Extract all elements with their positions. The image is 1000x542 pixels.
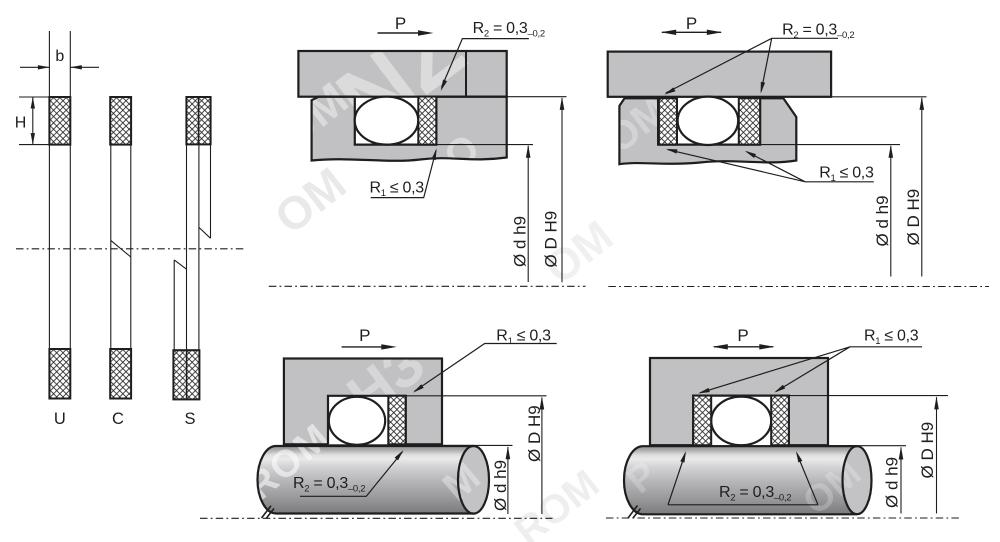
svg-text:b: b <box>55 48 64 65</box>
svg-text:P: P <box>359 326 370 345</box>
svg-text:Ø D H9: Ø D H9 <box>525 405 544 462</box>
svg-text:P: P <box>686 14 697 33</box>
svg-text:R2 = 0,3–0,2: R2 = 0,3–0,2 <box>719 484 791 504</box>
svg-text:R1 ≤ 0,3: R1 ≤ 0,3 <box>819 165 874 185</box>
svg-text:Ø d h9: Ø d h9 <box>873 195 892 246</box>
svg-text:C: C <box>112 410 124 428</box>
svg-text:Ø d h9: Ø d h9 <box>883 457 902 508</box>
svg-text:U: U <box>54 410 66 428</box>
svg-text:R2 = 0,3–0,2: R2 = 0,3–0,2 <box>293 475 365 495</box>
svg-text:S: S <box>184 410 195 428</box>
svg-text:P: P <box>737 326 748 345</box>
svg-text:R1 ≤ 0,3: R1 ≤ 0,3 <box>370 180 425 200</box>
svg-text:ROM: ROM <box>507 462 608 542</box>
svg-text:Ø d h9: Ø d h9 <box>491 460 510 511</box>
svg-text:Ø d h9: Ø d h9 <box>511 216 530 267</box>
svg-text:P: P <box>395 14 406 33</box>
svg-text:R1 ≤ 0,3: R1 ≤ 0,3 <box>864 328 919 348</box>
svg-text:Ø D H9: Ø D H9 <box>904 189 923 246</box>
svg-text:Ø D H9: Ø D H9 <box>918 422 937 479</box>
svg-text:H: H <box>15 115 27 132</box>
svg-text:OM: OM <box>265 157 355 244</box>
svg-text:R2 = 0,3–0,2: R2 = 0,3–0,2 <box>782 22 854 42</box>
svg-text:R2 = 0,3–0,2: R2 = 0,3–0,2 <box>473 20 545 40</box>
svg-text:Ø D H9: Ø D H9 <box>542 211 561 268</box>
